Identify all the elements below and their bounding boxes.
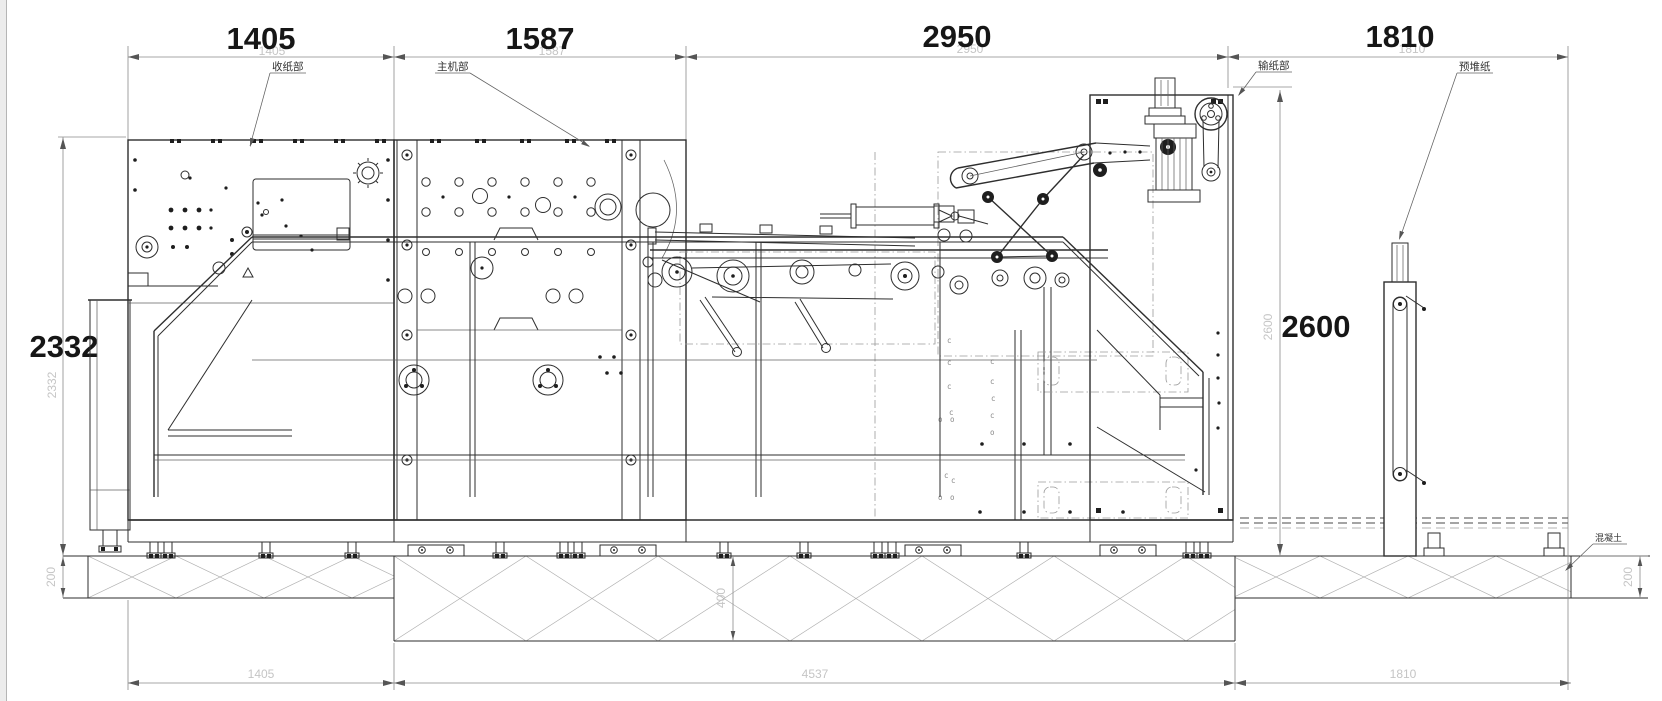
label-prestack: 预堆纸 <box>1459 60 1491 73</box>
dim-top-1405: 1405 <box>227 21 296 56</box>
label-main-section: 主机部 <box>437 60 469 73</box>
right-dimension: 2600 2600 <box>1233 86 1351 556</box>
anchor-plates <box>407 544 1157 557</box>
ghost-top-2950: 2950 <box>957 42 984 56</box>
svg-text:o: o <box>938 493 943 502</box>
svg-text:c: c <box>947 336 952 345</box>
railing <box>153 236 1210 497</box>
svg-text:c: c <box>944 471 949 480</box>
top-dimensions: 1405 1587 2950 1810 1405 1587 2950 1810 <box>127 19 1569 690</box>
main-knobs <box>398 355 623 396</box>
svg-text:c: c <box>990 357 995 366</box>
leveling-feet <box>146 541 1212 559</box>
dim-top-1810: 1810 <box>1366 19 1435 54</box>
ghost-top-1405: 1405 <box>259 44 286 58</box>
svg-text:c: c <box>949 408 954 417</box>
svg-text:c: c <box>947 382 952 391</box>
dim-bottom-4537: 4537 <box>802 667 829 681</box>
tower-pulleys <box>1160 97 1228 182</box>
svg-text:c: c <box>951 476 956 485</box>
foundation <box>63 555 1650 642</box>
delivery-hole-dots <box>133 158 390 282</box>
dim-left-2332: 2332 <box>30 329 99 364</box>
svg-text:o: o <box>950 493 955 502</box>
hopper-platform <box>978 329 1206 520</box>
dim-right-2600: 2600 <box>1282 309 1351 344</box>
rollers <box>642 256 1070 357</box>
svg-text:c: c <box>990 377 995 386</box>
belt-pulleys <box>982 154 1107 263</box>
foundation-dimensions: 200 400 200 <box>44 555 1648 641</box>
dim-top-1587: 1587 <box>506 21 575 56</box>
page-edge <box>0 0 7 701</box>
main-gears <box>397 193 622 304</box>
tower-cylinder <box>1144 77 1201 203</box>
pneumatic-cylinder <box>820 203 989 229</box>
main-top-bolts <box>430 139 616 143</box>
svg-text:o: o <box>950 415 955 424</box>
part-labels: 收纸部 主机部 输纸部 预堆纸 混凝土 <box>247 59 1627 573</box>
label-concrete: 混凝土 <box>1595 532 1622 543</box>
dim-pit-depth: 400 <box>714 588 728 608</box>
tower-dots <box>1194 331 1221 472</box>
ghost-top-1810: 1810 <box>1399 42 1426 56</box>
left-cabinet <box>88 299 132 553</box>
main-section <box>393 139 687 521</box>
feeder-tower <box>1089 77 1234 521</box>
delivery-section <box>127 139 395 521</box>
delivery-top-bolts <box>170 139 386 143</box>
label-feeder-section: 输纸部 <box>1258 59 1290 72</box>
prestacker <box>1240 242 1568 557</box>
svg-text:o: o <box>990 428 995 437</box>
svg-text:c: c <box>947 358 952 367</box>
ghost-top-1587: 1587 <box>539 44 566 58</box>
svg-text:c: c <box>990 411 995 420</box>
ghost-left-2332: 2332 <box>45 371 59 398</box>
label-delivery-section: 收纸部 <box>272 60 304 73</box>
strip-bolts <box>401 149 637 466</box>
ghost-right-2600: 2600 <box>1261 313 1275 340</box>
main-hole-grid <box>421 177 596 256</box>
left-dimension: 2332 2332 <box>30 136 126 556</box>
dim-top-2950: 2950 <box>923 19 992 54</box>
suction-head <box>933 205 975 243</box>
machine-base <box>127 519 1234 559</box>
svg-text:c: c <box>991 394 996 403</box>
feed-conveyor <box>949 142 1151 189</box>
dim-bottom-1405: 1405 <box>248 667 275 681</box>
dim-bottom-1810: 1810 <box>1390 667 1417 681</box>
dim-left-depth: 200 <box>44 567 58 587</box>
dim-right-depth: 200 <box>1621 567 1635 587</box>
bottom-dimensions: 1405 4537 1810 <box>127 600 1571 690</box>
